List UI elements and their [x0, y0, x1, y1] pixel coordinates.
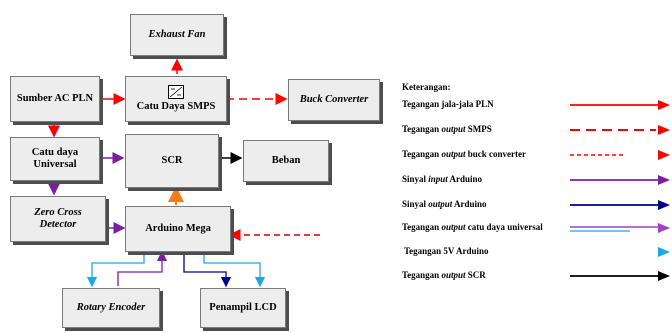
scr-block: SCR	[125, 134, 219, 188]
legend-item-line	[570, 125, 670, 135]
legend-item-label: Tegangan output SCR	[402, 270, 486, 280]
zero-cross-label-2: Detector	[39, 219, 77, 230]
legend-item-line	[570, 271, 670, 281]
arduino-mega-block: Arduino Mega	[125, 206, 231, 252]
wire-arduino-lcd	[183, 250, 232, 288]
buck-converter-block: Buck Converter	[288, 79, 380, 121]
penampil-lcd-label: Penampil LCD	[209, 301, 277, 313]
catu-daya-universal-block: Catu daya Universal	[10, 137, 100, 181]
legend-item-label: Tegangan output buck converter	[402, 149, 526, 159]
beban-block: Beban	[243, 140, 329, 182]
smps-label: Catu Daya SMPS	[136, 100, 216, 112]
legend-item-line	[658, 247, 670, 257]
legend-title: Keterangan:	[402, 82, 451, 92]
smps-symbol-icon	[168, 84, 184, 99]
legend-item-label: Tegangan output catu daya universal	[402, 222, 543, 232]
catu-daya-universal-label-1: Catu daya	[31, 146, 79, 158]
sumber-ac-block: Sumber AC PLN	[10, 76, 100, 122]
buck-converter-label: Buck Converter	[299, 93, 369, 105]
zero-cross-label-1: Zero Cross	[34, 206, 82, 218]
wire-arduino-lcd-5v	[203, 250, 266, 288]
wire-arduino-rotary-5v	[86, 250, 145, 288]
legend-item-line	[570, 175, 670, 185]
arduino-mega-label: Arduino Mega	[145, 222, 211, 234]
legend-item-line	[570, 150, 670, 160]
catu-daya-universal-label-2: Universal	[33, 159, 77, 170]
zero-cross-detector-block: Zero Cross Detector	[10, 196, 106, 242]
scr-label: SCR	[161, 154, 183, 166]
legend-item-line	[570, 223, 670, 233]
exhaust-fan-label: Exhaust Fan	[148, 28, 206, 40]
rotary-encoder-label: Rotary Encoder	[76, 301, 146, 313]
legend-item-line	[570, 100, 670, 110]
legend-item-line	[570, 200, 670, 210]
legend-item-label: Tegangan jala-jala PLN	[402, 99, 494, 109]
rotary-encoder-block: Rotary Encoder	[62, 288, 160, 328]
exhaust-fan-block: Exhaust Fan	[130, 14, 224, 56]
legend-item-label: Sinyal input Arduino	[402, 174, 483, 184]
smps-block: Catu Daya SMPS	[125, 76, 227, 122]
sumber-ac-label: Sumber AC PLN	[16, 92, 94, 104]
beban-label: Beban	[271, 154, 301, 166]
penampil-lcd-block: Penampil LCD	[200, 288, 286, 328]
legend-item-label: Sinyal output Arduino	[402, 199, 487, 209]
legend-item-label: Tegangan 5V Arduino	[404, 246, 489, 256]
wire-rotary-arduino	[117, 250, 168, 286]
legend-item-label: Tegangan output SMPS	[402, 124, 492, 134]
